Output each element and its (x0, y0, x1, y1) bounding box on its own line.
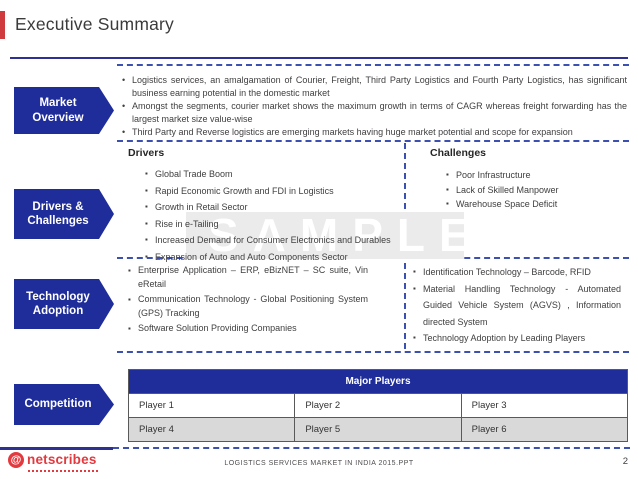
section-arrow-label: Market Overview (32, 97, 84, 124)
drivers-column: Drivers Global Trade Boom Rapid Economic… (128, 147, 400, 265)
technology-right-bullet-list: Identification Technology – Barcode, RFI… (413, 264, 621, 347)
table-cell: Player 5 (294, 417, 462, 442)
bullet-item: Growth in Retail Sector (145, 199, 400, 216)
table-row: Player 1 Player 2 Player 3 (127, 393, 629, 418)
market-overview-bullet-list: Logistics services, an amalgamation of C… (121, 74, 627, 139)
bullet-item: Logistics services, an amalgamation of C… (121, 74, 627, 100)
bullet-item: Software Solution Providing Companies (128, 322, 368, 336)
title-underline (10, 57, 628, 59)
table-row: Player 4 Player 5 Player 6 (127, 417, 629, 442)
challenges-bullet-list: Poor Infrastructure Lack of Skilled Manp… (430, 168, 626, 212)
bullet-item: Warehouse Space Deficit (446, 197, 626, 212)
section-arrow-label: Technology Adoption (26, 290, 90, 317)
bullet-item: Technology Adoption by Leading Players (413, 330, 621, 347)
bullet-item: Rise in e-Tailing (145, 216, 400, 233)
bullet-item: Expansion of Auto and Auto Components Se… (145, 249, 400, 266)
bullet-item: Identification Technology – Barcode, RFI… (413, 264, 621, 281)
table-cell: Player 4 (127, 417, 296, 442)
section-arrow-competition: Competition (14, 384, 114, 425)
table-cell: Player 3 (460, 393, 629, 418)
bullet-item: Poor Infrastructure (446, 168, 626, 183)
bullet-item: Enterprise Application – ERP, eBizNET – … (128, 264, 368, 291)
table-title: Major Players (128, 369, 628, 394)
section-arrow-technology-adoption: Technology Adoption (14, 279, 114, 329)
bullet-item: Amongst the segments, courier market sho… (121, 100, 627, 126)
section-arrow-label: Competition (24, 398, 92, 411)
netscribes-logo: @ netscribes (8, 452, 97, 468)
bullet-item: Lack of Skilled Manpower (446, 183, 626, 198)
netscribes-logo-icon: @ (8, 452, 24, 468)
challenges-column: Challenges Poor Infrastructure Lack of S… (430, 147, 626, 212)
table-cell: Player 2 (294, 393, 462, 418)
table-header-row: Major Players (128, 369, 628, 394)
footer-rule-dashed (113, 447, 630, 449)
table-cell: Player 6 (460, 417, 629, 442)
bullet-item: Global Trade Boom (145, 166, 400, 183)
netscribes-logo-tagline (28, 470, 100, 472)
footer-document-title: LOGISTICS SERVICES MARKET IN INDIA 2015.… (224, 460, 414, 467)
dashed-divider-2 (117, 140, 629, 142)
bullet-item: Material Handling Technology - Automated… (413, 281, 621, 331)
page-title: Executive Summary (15, 14, 175, 34)
bullet-item: Increased Demand for Consumer Electronic… (145, 232, 400, 249)
dashed-divider-top (117, 64, 629, 66)
netscribes-logo-text: netscribes (27, 452, 97, 467)
bullet-item: Rapid Economic Growth and FDI in Logisti… (145, 183, 400, 200)
challenges-heading: Challenges (430, 147, 487, 159)
technology-left-bullet-list: Enterprise Application – ERP, eBizNET – … (128, 264, 368, 338)
section-arrow-label: Drivers & Challenges (27, 200, 89, 227)
bullet-item: Third Party and Reverse logistics are em… (121, 126, 627, 139)
footer-rule-solid (0, 447, 113, 450)
major-players-table: Major Players Player 1 Player 2 Player 3… (127, 369, 629, 442)
section-arrow-drivers-challenges: Drivers & Challenges (14, 189, 114, 239)
table-cell: Player 1 (127, 393, 296, 418)
bullet-item: Communication Technology - Global Positi… (128, 293, 368, 320)
red-accent-bar (0, 11, 5, 39)
drivers-heading: Drivers (128, 147, 165, 159)
dashed-divider-4 (117, 351, 629, 353)
section-arrow-market-overview: Market Overview (14, 87, 114, 134)
drivers-bullet-list: Global Trade Boom Rapid Economic Growth … (128, 166, 400, 265)
page-number: 2 (622, 456, 628, 467)
